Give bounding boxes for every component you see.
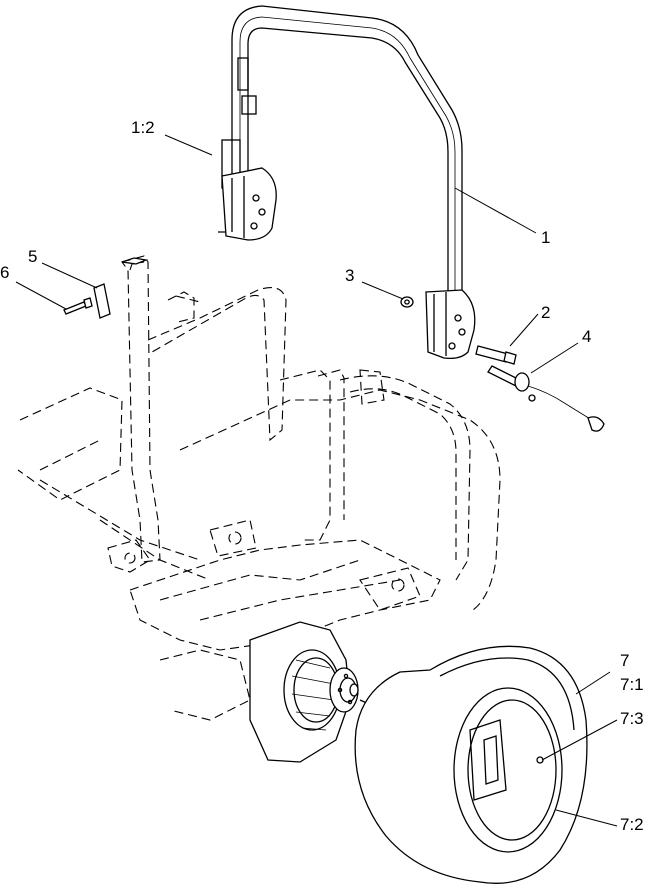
washer-part-3 — [400, 296, 414, 308]
pin-part-4 — [487, 365, 605, 432]
callout-1: 1 — [541, 228, 550, 247]
callout-7-2: 7:2 — [620, 815, 644, 834]
leader-lines — [15, 134, 618, 827]
wheel-hub-assembly — [249, 621, 379, 763]
screw-part-6 — [63, 297, 93, 315]
callout-4: 4 — [582, 327, 591, 346]
clip-part-5 — [93, 283, 111, 319]
callout-1-2: 1:2 — [131, 118, 155, 137]
callout-6: 6 — [0, 263, 9, 282]
callout-5: 5 — [28, 247, 37, 266]
callout-2: 2 — [541, 303, 550, 322]
rear-tire — [354, 645, 588, 884]
bolt-part-2 — [475, 345, 517, 365]
callout-3: 3 — [345, 266, 354, 285]
callout-7-1: 7:1 — [620, 675, 644, 694]
callout-7: 7 — [620, 651, 629, 670]
roll-bar — [218, 5, 476, 360]
mower-frame — [17, 255, 501, 721]
callout-7-3: 7:3 — [620, 709, 644, 728]
